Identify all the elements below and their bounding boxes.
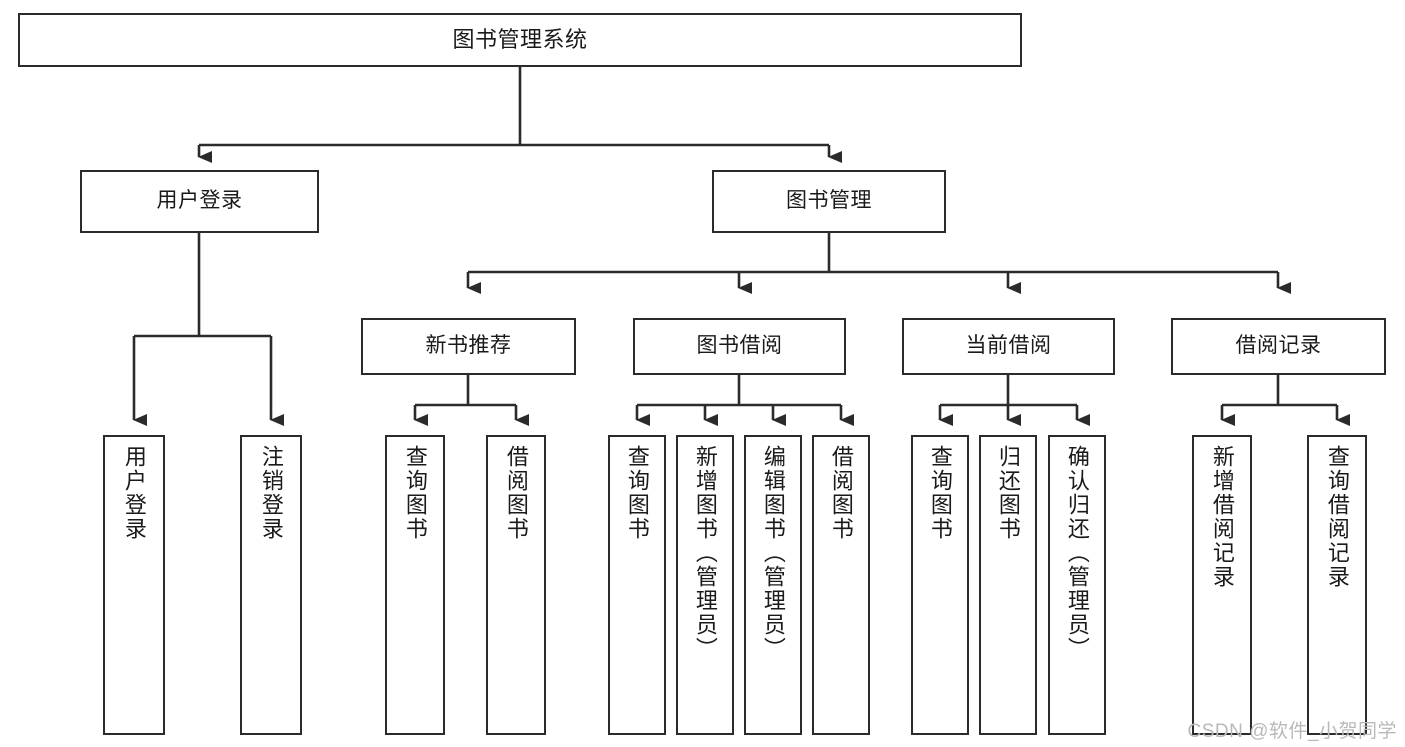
node-leaf-add-record[interactable]: 新增借阅记录 — [1192, 435, 1252, 735]
node-leaf-query-book-1[interactable]: 查询图书 — [385, 435, 445, 735]
node-leaf-borrow-book-2[interactable]: 借阅图书 — [812, 435, 870, 735]
node-leaf-edit-book-label: 编辑图书（管理员） — [760, 445, 786, 661]
node-leaf-return-book-label: 归还图书 — [995, 445, 1021, 541]
node-root-book-management-system[interactable]: 图书管理系统 — [18, 13, 1022, 67]
node-user-login-label: 用户登录 — [156, 189, 243, 213]
node-leaf-add-book-label: 新增图书（管理员） — [692, 445, 718, 661]
node-borrow-record-label: 借阅记录 — [1235, 334, 1322, 358]
node-root-label: 图书管理系统 — [452, 27, 588, 53]
node-new-book-recommend[interactable]: 新书推荐 — [361, 318, 576, 375]
node-current-borrow-label: 当前借阅 — [965, 334, 1052, 358]
node-book-management-label: 图书管理 — [786, 189, 872, 213]
node-leaf-logout-login[interactable]: 注销登录 — [240, 435, 302, 735]
node-leaf-query-record-label: 查询借阅记录 — [1324, 445, 1350, 589]
node-leaf-query-book-1-label: 查询图书 — [402, 445, 428, 541]
node-leaf-confirm-return[interactable]: 确认归还（管理员） — [1048, 435, 1106, 735]
node-leaf-query-book-2[interactable]: 查询图书 — [608, 435, 666, 735]
node-leaf-query-book-2-label: 查询图书 — [624, 445, 650, 541]
node-leaf-borrow-book-1[interactable]: 借阅图书 — [486, 435, 546, 735]
node-current-borrow[interactable]: 当前借阅 — [902, 318, 1115, 375]
node-leaf-edit-book[interactable]: 编辑图书（管理员） — [744, 435, 802, 735]
node-leaf-logout-login-label: 注销登录 — [258, 445, 284, 541]
node-book-borrow[interactable]: 图书借阅 — [633, 318, 846, 375]
node-leaf-borrow-book-1-label: 借阅图书 — [503, 445, 529, 541]
node-borrow-record[interactable]: 借阅记录 — [1171, 318, 1386, 375]
node-leaf-add-record-label: 新增借阅记录 — [1209, 445, 1235, 589]
watermark-text: CSDN @软件_小贺同学 — [1187, 721, 1397, 742]
node-leaf-borrow-book-2-label: 借阅图书 — [828, 445, 854, 541]
node-leaf-query-record[interactable]: 查询借阅记录 — [1307, 435, 1367, 735]
node-leaf-return-book[interactable]: 归还图书 — [979, 435, 1037, 735]
node-leaf-add-book[interactable]: 新增图书（管理员） — [676, 435, 734, 735]
node-leaf-confirm-return-label: 确认归还（管理员） — [1064, 445, 1090, 661]
node-user-login[interactable]: 用户登录 — [80, 170, 319, 233]
node-book-borrow-label: 图书借阅 — [696, 334, 783, 358]
node-book-management[interactable]: 图书管理 — [712, 170, 946, 233]
node-new-book-recommend-label: 新书推荐 — [425, 334, 512, 358]
node-leaf-query-book-3-label: 查询图书 — [927, 445, 953, 541]
node-leaf-user-login-label: 用户登录 — [121, 445, 147, 541]
node-leaf-user-login[interactable]: 用户登录 — [103, 435, 165, 735]
node-leaf-query-book-3[interactable]: 查询图书 — [911, 435, 969, 735]
